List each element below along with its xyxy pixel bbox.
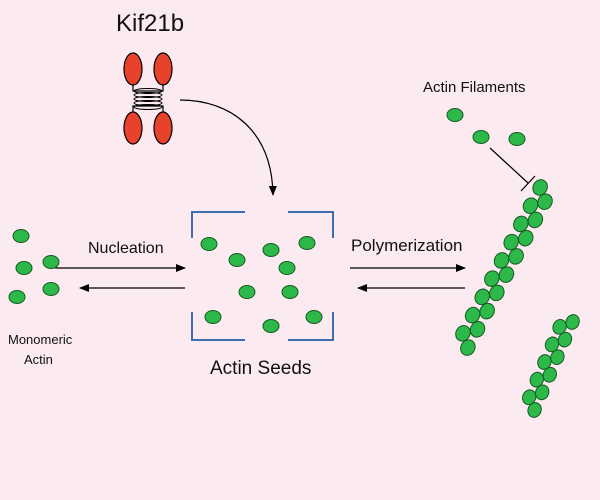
actin-filament-subunit-icon xyxy=(522,197,539,214)
actin-seed-icon xyxy=(262,319,280,333)
actin-filament-subunit-icon xyxy=(537,193,553,210)
actin-filament-subunit-icon xyxy=(529,371,544,388)
actin-filament-subunit-icon xyxy=(484,270,500,287)
actin-filament-monomer-icon xyxy=(472,130,490,144)
actin-filaments-label: Actin Filaments xyxy=(423,79,526,96)
actin-seed-icon xyxy=(305,310,323,324)
actin-filament-subunit-icon xyxy=(489,284,505,302)
actin-filament-subunit-icon xyxy=(493,252,510,269)
monomeric-actin-icon xyxy=(15,261,33,275)
actin-filament-subunit-icon xyxy=(552,318,567,335)
actin-filament-subunit-icon xyxy=(550,349,565,366)
actin-filament-subunit-icon xyxy=(544,336,560,353)
actin-filament-subunit-icon xyxy=(532,179,548,196)
monomeric-label-line1: Monomeric xyxy=(8,332,73,347)
actin-seed-icon xyxy=(281,285,299,299)
kif21b-head-icon xyxy=(153,52,173,86)
actin-seed-icon xyxy=(278,261,296,275)
monomeric-actin-icon xyxy=(42,282,60,296)
actin-filament-monomer-icon xyxy=(508,132,526,146)
actin-seed-icon xyxy=(204,310,222,324)
monomeric-actin-label: Monomeric Actin xyxy=(6,330,72,370)
actin-filament-subunit-icon xyxy=(479,302,495,320)
actin-seeds-label: Actin Seeds xyxy=(210,358,312,379)
actin-filament-subunit-icon xyxy=(474,288,491,306)
actin-filament-subunit-icon xyxy=(455,325,471,342)
actin-filament-subunit-icon xyxy=(535,384,550,401)
kif21b-molecule-icon xyxy=(123,52,173,145)
actin-filament-subunit-icon xyxy=(557,331,573,348)
actin-seed-icon xyxy=(262,243,280,257)
actin-filament-subunit-icon xyxy=(503,233,519,251)
actin-filament-subunit-icon xyxy=(537,354,552,370)
actin-filament-subunit-icon xyxy=(542,366,557,383)
nucleation-label: Nucleation xyxy=(88,240,164,257)
actin-seeds-box xyxy=(191,211,334,341)
actin-filament-subunit-icon xyxy=(527,211,544,229)
kif21b-head-icon xyxy=(153,111,173,145)
actin-seed-icon xyxy=(200,237,218,251)
coiled-coil-stalk-icon xyxy=(133,88,163,110)
actin-filament-subunit-icon xyxy=(460,339,476,356)
monomeric-actin-icon xyxy=(12,229,30,243)
actin-filament-subunit-icon xyxy=(498,266,515,283)
inhibition-line xyxy=(489,147,536,192)
actin-filament-subunit-icon xyxy=(464,306,481,324)
actin-seed-icon xyxy=(298,236,316,250)
kif21b-label: Kif21b xyxy=(116,10,185,37)
actin-seed-icon xyxy=(228,253,246,267)
monomeric-actin-icon xyxy=(8,290,26,304)
actin-filament-subunit-icon xyxy=(508,248,524,265)
actin-filament-subunit-icon xyxy=(513,215,529,233)
kif21b-head-icon xyxy=(123,111,143,145)
actin-filament-monomer-icon xyxy=(446,108,464,122)
actin-filament-subunit-icon xyxy=(565,314,580,330)
actin-filament-subunit-icon xyxy=(517,229,534,247)
polymerization-label: Polymerization xyxy=(351,236,463,255)
kif21b-head-icon xyxy=(123,52,143,86)
actin-filament-subunit-icon xyxy=(522,389,537,406)
kif21b-to-seeds-arrow xyxy=(179,99,277,196)
actin-filament-subunit-icon xyxy=(527,402,542,418)
actin-seed-icon xyxy=(238,285,256,299)
monomeric-actin-icon xyxy=(42,255,60,269)
actin-filament-subunit-icon xyxy=(469,321,486,338)
monomeric-label-line2: Actin xyxy=(24,352,53,367)
